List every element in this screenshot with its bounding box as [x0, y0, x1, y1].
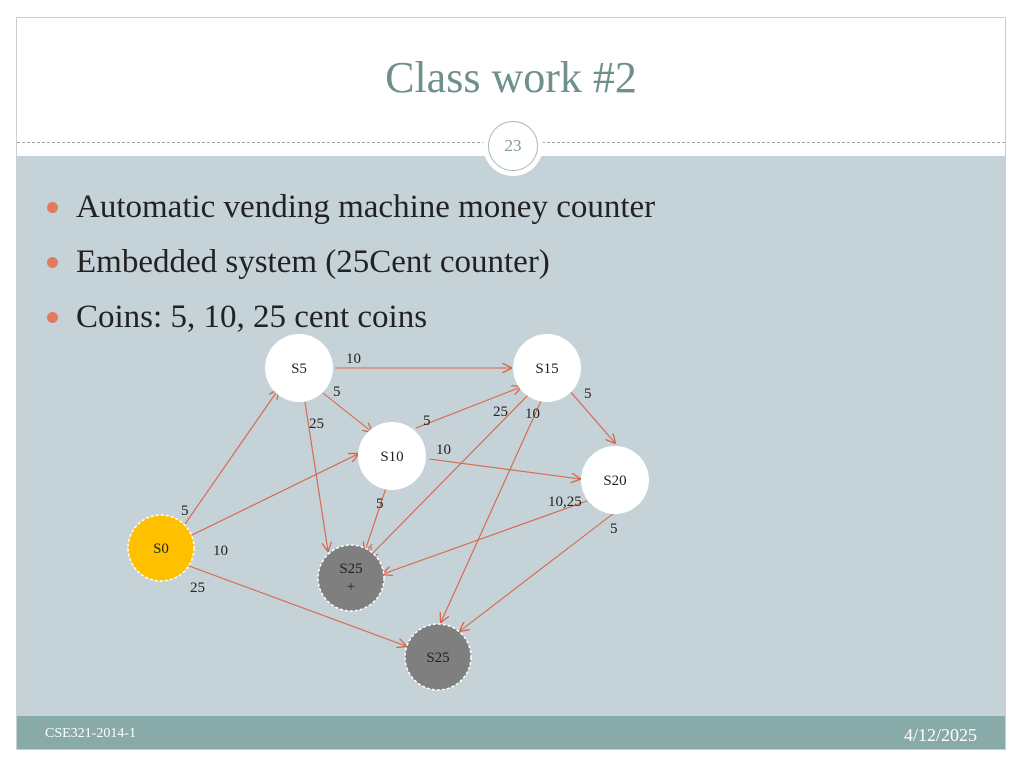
edge-s20-s25p — [383, 500, 588, 574]
edge-label-s5-s25p: 25 — [309, 416, 324, 432]
edge-s0-s10 — [191, 454, 358, 536]
edge-s10-s15 — [415, 387, 521, 429]
edge-label-s5-s10: 5 — [333, 384, 341, 400]
edge-label-s5-s15: 10 — [346, 351, 361, 367]
slide: Class work #2 23 Automatic vending machi… — [16, 17, 1006, 750]
edge-label-s0-s5: 5 — [181, 503, 189, 519]
edge-label-s20-s25: 5 — [610, 521, 618, 537]
slide-title: Class work #2 — [385, 53, 637, 102]
node-s15: S15 — [513, 334, 581, 402]
footer-course-code: CSE321-2014-1 — [45, 726, 136, 741]
edge-s10-s25p — [365, 487, 387, 551]
bullet-text: Coins: 5, 10, 25 cent coins — [76, 299, 428, 335]
edge-s5-s25p — [304, 401, 328, 551]
edge-label-s15-s25: 10 — [525, 406, 540, 422]
bullet-text: Embedded system (25Cent counter) — [76, 244, 550, 280]
bullet-dot-icon — [47, 312, 58, 323]
edge-label-s10-s15: 5 — [423, 413, 431, 429]
edge-label-s0-s10: 10 — [213, 543, 228, 559]
node-s5-label: S5 — [291, 361, 307, 377]
bullet-item: Embedded system (25Cent counter) — [47, 235, 655, 290]
edge-label-s15-s20: 5 — [584, 386, 592, 402]
edge-s15-s25p — [369, 390, 533, 557]
node-s25-plus-label: S25 — [339, 561, 362, 577]
page-number-badge: 23 — [483, 116, 543, 176]
edge-label-s10-s25p: 5 — [376, 496, 384, 512]
edge-s0-s5 — [184, 390, 278, 525]
edge-s15-s25 — [441, 400, 542, 622]
state-diagram: 5 10 25 10 5 25 5 10 5 5 25 10 10,25 5 S… — [127, 334, 649, 691]
edge-s0-s25 — [188, 565, 406, 646]
bullet-dot-icon — [47, 202, 58, 213]
node-s25-label: S25 — [426, 650, 449, 666]
node-s25-plus-sign: + — [347, 579, 355, 595]
edge-label-s20-s25p: 10,25 — [548, 494, 582, 510]
edge-s15-s20 — [568, 389, 615, 443]
bullet-item: Automatic vending machine money counter — [47, 180, 655, 235]
footer: CSE321-2014-1 4/12/2025 — [17, 716, 1005, 749]
node-s0-label: S0 — [153, 541, 169, 557]
edge-label-s10-s20: 10 — [436, 442, 451, 458]
node-s20: S20 — [581, 446, 649, 514]
node-s15-label: S15 — [535, 361, 558, 377]
node-s10: S10 — [358, 422, 426, 490]
bullet-text: Automatic vending machine money counter — [76, 189, 656, 225]
node-s25-plus: S25 + — [317, 544, 385, 612]
edge-s5-s10 — [322, 392, 372, 432]
content-area — [17, 156, 1005, 716]
page-number: 23 — [488, 121, 538, 171]
bullet-list: Automatic vending machine money counter … — [47, 180, 655, 345]
node-s20-label: S20 — [603, 473, 626, 489]
bullet-item: Coins: 5, 10, 25 cent coins — [47, 290, 655, 345]
edge-s20-s25 — [460, 512, 615, 631]
node-s25: S25 — [404, 623, 472, 691]
footer-date: 4/12/2025 — [903, 725, 977, 745]
edge-label-s0-s25: 25 — [190, 580, 205, 596]
bullet-dot-icon — [47, 257, 58, 268]
node-s10-label: S10 — [380, 449, 403, 465]
edge-label-s15-s25p: 25 — [493, 404, 508, 420]
node-s0: S0 — [127, 514, 195, 582]
node-s5: S5 — [265, 334, 333, 402]
edge-s10-s20 — [428, 458, 580, 479]
